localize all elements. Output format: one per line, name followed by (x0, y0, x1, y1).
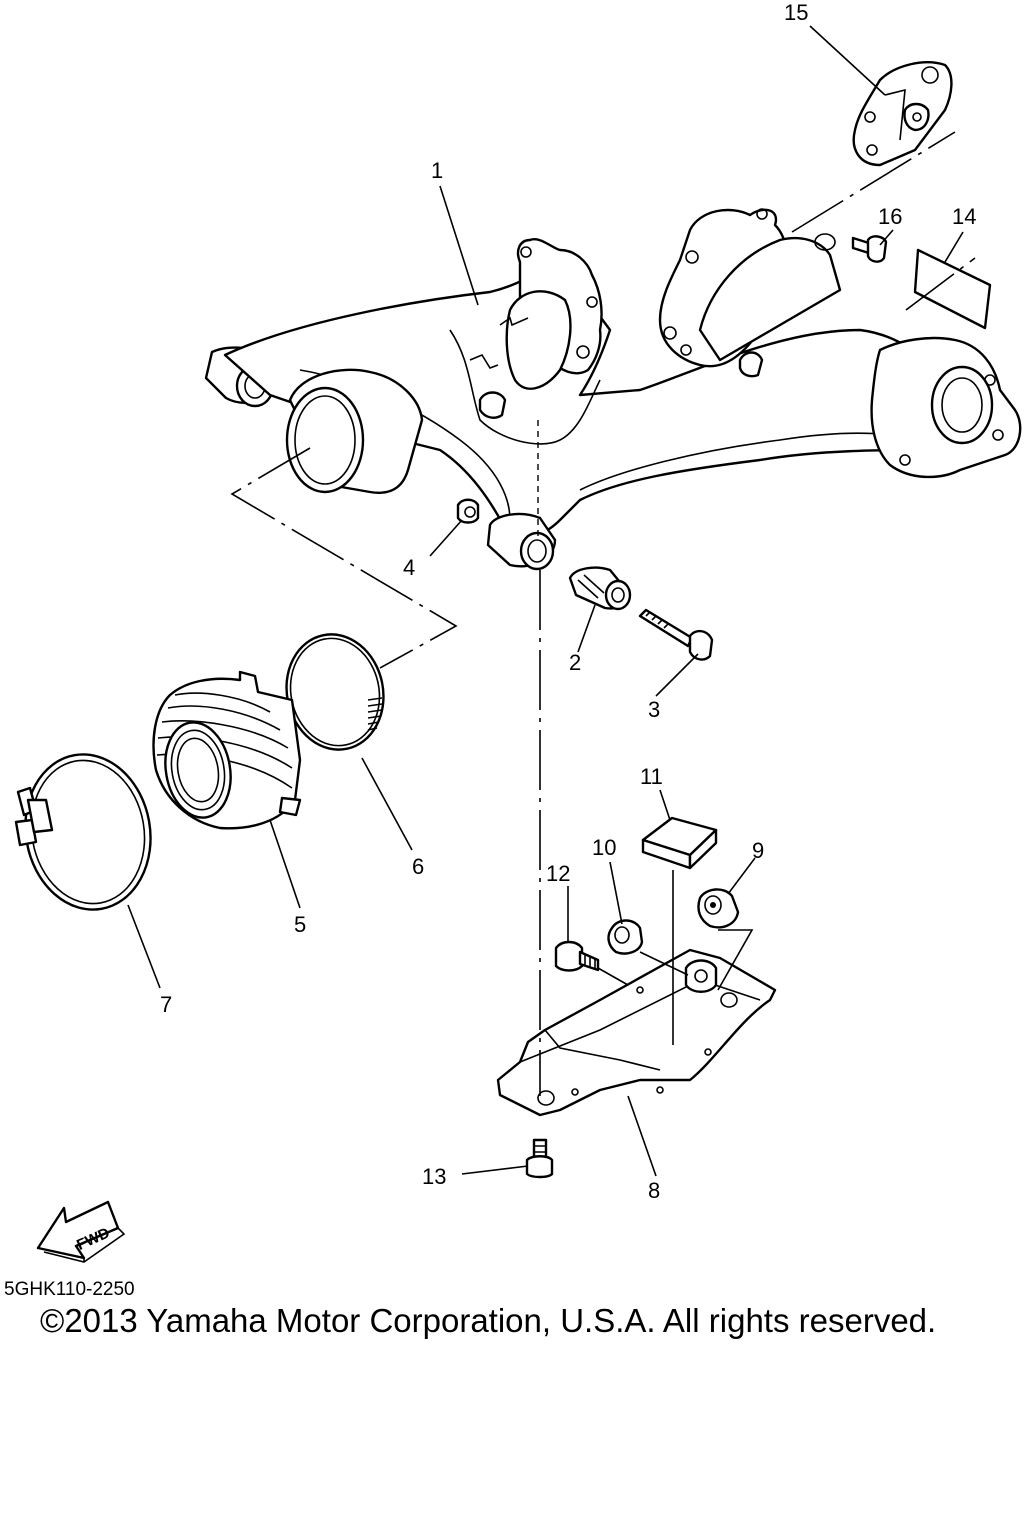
sheet-part-11 (641, 816, 718, 870)
callout-13: 13 (422, 1164, 446, 1189)
boot-part-5 (152, 670, 302, 830)
callout-leaders (127, 25, 964, 1177)
fwd-arrow-icon: FWD (36, 1200, 126, 1263)
bushing-part-2 (568, 566, 632, 611)
callout-14: 14 (952, 204, 976, 229)
callout-2: 2 (569, 650, 581, 675)
bolt-part-3 (638, 608, 714, 661)
callout-3: 3 (648, 697, 660, 722)
callout-16: 16 (878, 204, 902, 229)
bolt-part-16 (851, 235, 888, 263)
clamp-part-7 (14, 753, 152, 911)
damper-part-9 (697, 888, 740, 929)
copyright-notice: ©2013 Yamaha Motor Corporation, U.S.A. A… (40, 1302, 937, 1339)
rear-arm-part-1 (204, 208, 1022, 571)
callout-5: 5 (294, 912, 306, 937)
callout-12: 12 (546, 861, 570, 886)
bolt-part-12 (554, 940, 600, 972)
guard-part-8 (496, 948, 777, 1117)
damper-part-10 (607, 919, 644, 955)
callout-8: 8 (648, 1178, 660, 1203)
callout-4: 4 (403, 555, 415, 580)
callout-9: 9 (752, 838, 764, 863)
assembly-lines (230, 131, 976, 1096)
nut-part-4 (456, 498, 480, 524)
bolt-part-13 (525, 1138, 554, 1179)
callout-labels: 1 2 3 4 5 6 7 8 9 10 11 12 13 14 15 16 (160, 0, 976, 1203)
callout-1: 1 (431, 158, 443, 183)
callout-10: 10 (592, 835, 616, 860)
label-part-14 (913, 248, 992, 330)
callout-7: 7 (160, 992, 172, 1017)
callout-11: 11 (640, 764, 663, 789)
reference-code: 5GHK110-2250 (4, 1279, 135, 1300)
callout-6: 6 (412, 854, 424, 879)
bracket-part-15 (852, 61, 953, 167)
callout-15: 15 (784, 0, 808, 25)
